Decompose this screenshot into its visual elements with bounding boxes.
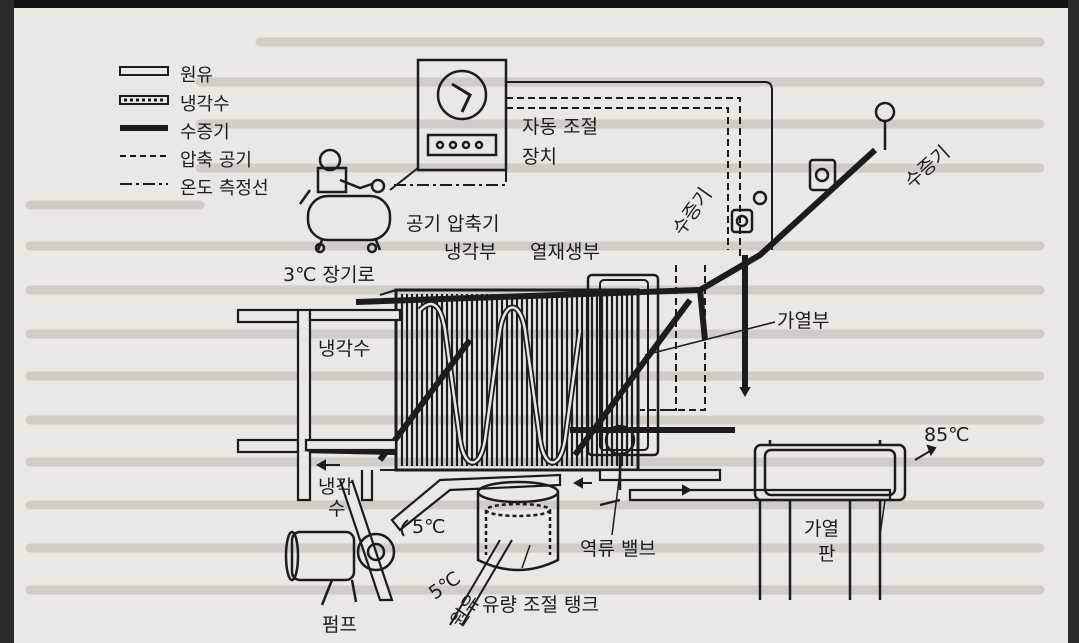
temp-5-arrow [400, 519, 409, 537]
reflux-valve-label: 역류 밸브 [580, 538, 656, 560]
legend-temp-line-label: 온도 측정선 [180, 178, 269, 199]
storage-label: 3℃ 장기로 [283, 264, 375, 286]
temp-85-label: 85℃ [924, 424, 970, 446]
auto-control-label-1: 자동 조절 [522, 116, 598, 138]
legend-compressed-air-label: 압축 공기 [180, 150, 252, 171]
auto-control-label-2: 장치 [522, 146, 557, 168]
temp-5a-label: 5℃ [412, 516, 446, 538]
heating-plate-label-2: 판 [818, 543, 836, 565]
air-compressor-label: 공기 압축기 [406, 213, 500, 235]
coolant-out-label-2: 수 [328, 498, 346, 520]
legend-symbols [119, 66, 169, 185]
pump [284, 530, 396, 606]
legend-coolant-label: 냉각수 [180, 94, 230, 115]
bleed-through-lines [25, 37, 1045, 595]
heating-section-label: 가열부 [777, 310, 830, 332]
leader-lines [521, 321, 886, 569]
flow-control-tank [449, 480, 560, 626]
legend-crude-oil-label: 원유 [180, 65, 214, 86]
coolant-out-label-1: 냉각 [318, 476, 353, 498]
top-edge [0, 0, 1079, 8]
legend-coolant-symbol [119, 95, 169, 105]
left-edge [0, 0, 14, 643]
heating-plate-label-1: 가열 [804, 518, 839, 540]
heating-plate [753, 440, 907, 600]
auto-control-unit [416, 58, 508, 172]
flow-arrows [315, 375, 937, 496]
coolant-in-label: 냉각수 [318, 338, 371, 360]
right-edge [1068, 0, 1079, 643]
cooling-section-label: 냉각부 [444, 241, 497, 263]
air-compressor [298, 148, 392, 254]
pump-label: 펌프 [322, 614, 357, 636]
heat-regen-label: 열재생부 [530, 241, 600, 263]
flow-tank-label: 유량 조절 탱크 [482, 594, 599, 616]
legend-crude-oil-symbol [119, 66, 169, 76]
steam-gauges [730, 101, 896, 234]
legend-steam-label: 수증기 [180, 122, 230, 143]
